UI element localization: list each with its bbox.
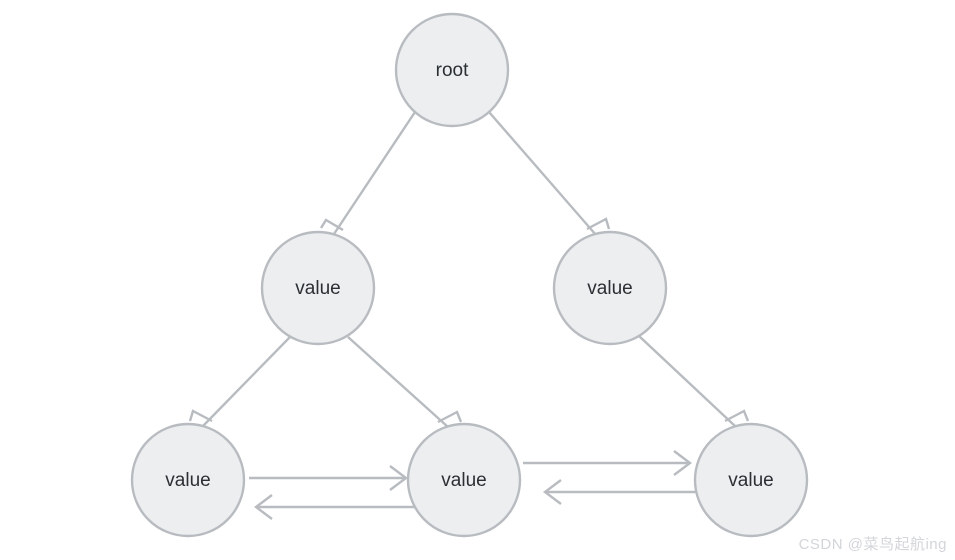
node-leaf-right[interactable]: value [693,422,809,538]
watermark: CSDN @菜鸟起航ing [798,536,947,553]
edge-leaf-mid-to-leaf-right [523,450,692,476]
node-leaf-mid-circle[interactable] [406,422,522,538]
edge-root-to-mid-left [319,111,416,235]
node-leaf-left-circle[interactable] [130,422,246,538]
node-mid-right[interactable]: value [552,230,668,346]
node-leaf-right-circle[interactable] [693,422,809,538]
node-root[interactable]: root [394,12,510,128]
edge-leaf-left-to-leaf-mid [249,465,408,491]
node-mid-left-circle[interactable] [260,230,376,346]
edge-group [188,111,750,520]
edge-mid-left-to-leaf-left [188,336,291,427]
node-mid-right-circle[interactable] [552,230,668,346]
edge-leaf-mid-to-leaf-left [254,494,430,520]
edge-mid-right-to-leaf-right [638,335,750,427]
node-leaf-left[interactable]: value [130,422,246,538]
node-root-circle[interactable] [394,12,510,128]
node-leaf-mid[interactable]: value [406,422,522,538]
edge-mid-left-to-leaf-mid [347,336,463,428]
edge-root-to-mid-right [488,111,611,236]
node-group: root value value value value value [130,12,809,538]
edge-leaf-right-to-leaf-mid [543,479,709,505]
node-mid-left[interactable]: value [260,230,376,346]
